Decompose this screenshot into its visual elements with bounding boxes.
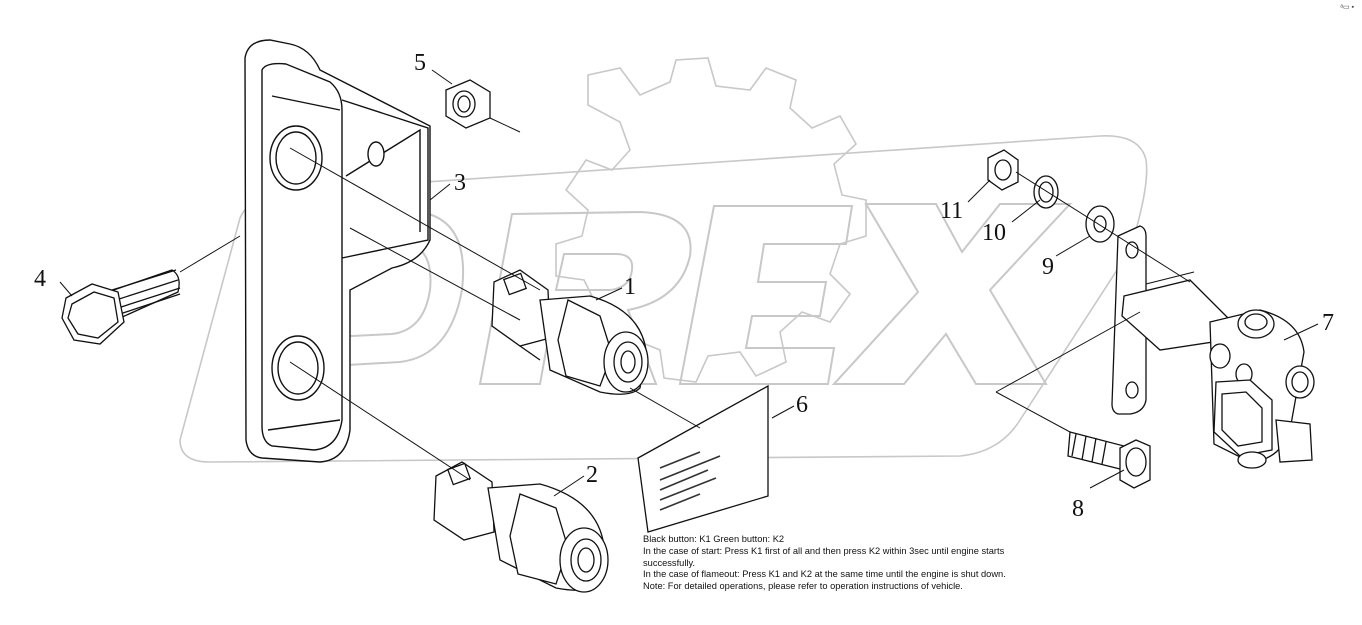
- hex-bolt-8: [1067, 431, 1151, 489]
- spring-washer-10: [1033, 175, 1059, 209]
- bracket-plate: [244, 39, 431, 463]
- part-label-2: 2: [586, 462, 598, 488]
- hex-nut-11: [987, 149, 1019, 191]
- part-label-4: 4: [34, 266, 46, 292]
- part-label-11: 11: [940, 198, 963, 224]
- part-label-8: 8: [1072, 496, 1084, 522]
- part-label-6: 6: [796, 392, 808, 418]
- part-label-7: 7: [1322, 310, 1334, 336]
- note-line-1: Black button: K1 Green button: K2: [643, 534, 785, 544]
- assembly-lines: [289, 147, 1191, 481]
- hex-nut-5: [445, 79, 521, 133]
- part-label-3: 3: [454, 170, 466, 196]
- part-label-9: 9: [1042, 254, 1054, 280]
- note-line-5: Note: For detailed operations, please re…: [643, 581, 963, 592]
- flat-washer-9: [1085, 205, 1115, 243]
- hex-bolt-left: [61, 235, 241, 345]
- solenoid-valve-7: [1111, 225, 1315, 469]
- part-label-10: 10: [982, 220, 1006, 246]
- callout-leaders: [59, 69, 1319, 497]
- push-switch-2: [433, 461, 609, 593]
- part-label-1: 1: [624, 274, 636, 300]
- part-number-labels: 1 2 3 4 5 6 7 8 9 10 11: [34, 50, 1334, 522]
- push-switch-1: [491, 269, 649, 395]
- watermark-gear: [555, 57, 867, 383]
- note-line-4: In the case of flameout: Press K1 and K2…: [643, 569, 1006, 580]
- instruction-note: Black button: K1 Green button: K2 In the…: [643, 534, 1063, 593]
- note-line-3: successfully.: [643, 557, 696, 568]
- instruction-label-plate: [637, 384, 769, 533]
- corner-mark: ᵃ▭ ▪: [1340, 4, 1354, 11]
- note-line-2: In the case of start: Press K1 first of …: [643, 545, 1005, 556]
- part-label-5: 5: [414, 50, 426, 76]
